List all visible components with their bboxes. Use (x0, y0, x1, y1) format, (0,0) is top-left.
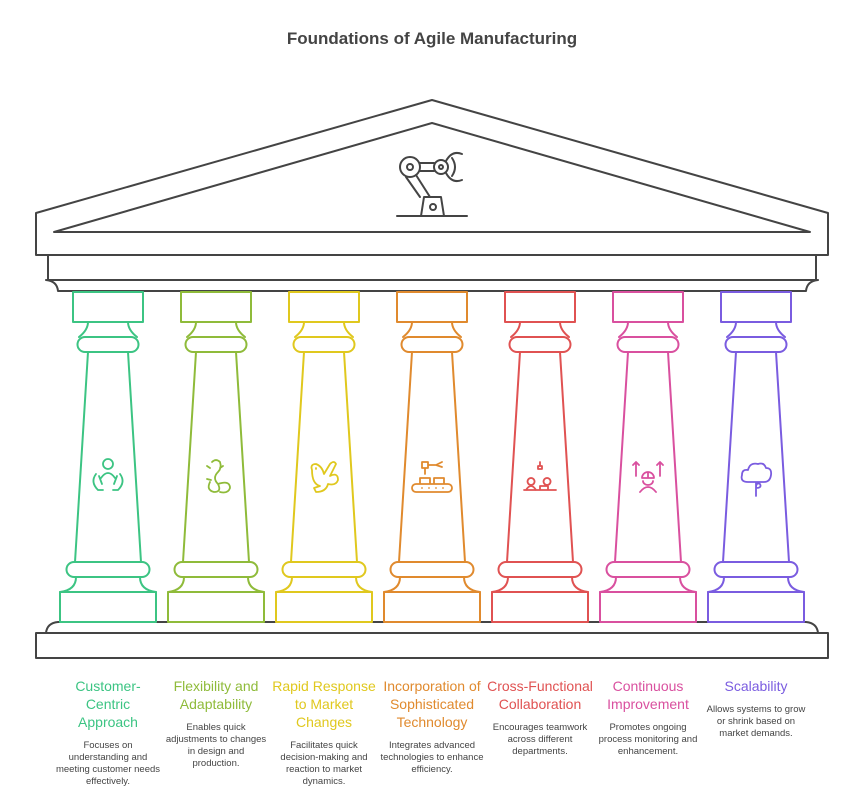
pillar-description: Integrates advanced technologies to enha… (380, 740, 484, 775)
pillar-label-4: Incorporation of Sophisticated Technolog… (379, 677, 485, 776)
pillar-title: Scalability (724, 678, 788, 694)
lizard-icon (206, 459, 231, 494)
pillar-4 (383, 291, 481, 623)
conveyor-robot-icon (411, 461, 453, 493)
pillar-description: Focuses on understanding and meeting cus… (55, 740, 161, 787)
pillar-description: Facilitates quick decision-making and re… (280, 740, 368, 787)
robotic-arm-icon (396, 151, 468, 217)
growing-tree-icon (740, 462, 773, 497)
pillar-5 (491, 291, 589, 623)
pillar-3 (275, 291, 373, 623)
pillar-title: Incorporation of Sophisticated Technolog… (383, 678, 481, 730)
pillar-6 (599, 291, 697, 623)
pillar-7 (707, 291, 805, 623)
pillar-description: Allows systems to grow or shrink based o… (706, 704, 806, 739)
pillar-description: Enables quick adjustments to changes in … (165, 722, 267, 769)
pillar-1 (59, 291, 157, 623)
pillar-2 (167, 291, 265, 623)
pillar-title: Flexibility and Adaptability (173, 678, 259, 712)
team-collaboration-icon (523, 461, 557, 491)
pillar-title: Customer-Centric Approach (75, 678, 141, 730)
base-platform (35, 621, 829, 659)
pediment (35, 99, 829, 292)
pillar-description: Promotes ongoing process monitoring and … (598, 722, 698, 757)
pillar-title: Rapid Response to Market Changes (272, 678, 376, 730)
person-in-hands-icon (92, 458, 124, 491)
rabbit-icon (310, 461, 339, 493)
pillar-description: Encourages teamwork across different dep… (492, 722, 588, 757)
worker-arrows-up-icon (632, 461, 664, 493)
diagram-title: Foundations of Agile Manufacturing (286, 29, 578, 48)
pillar-title: Cross-Functional Collaboration (487, 678, 593, 712)
pillar-title: Continuous Improvement (607, 678, 689, 712)
